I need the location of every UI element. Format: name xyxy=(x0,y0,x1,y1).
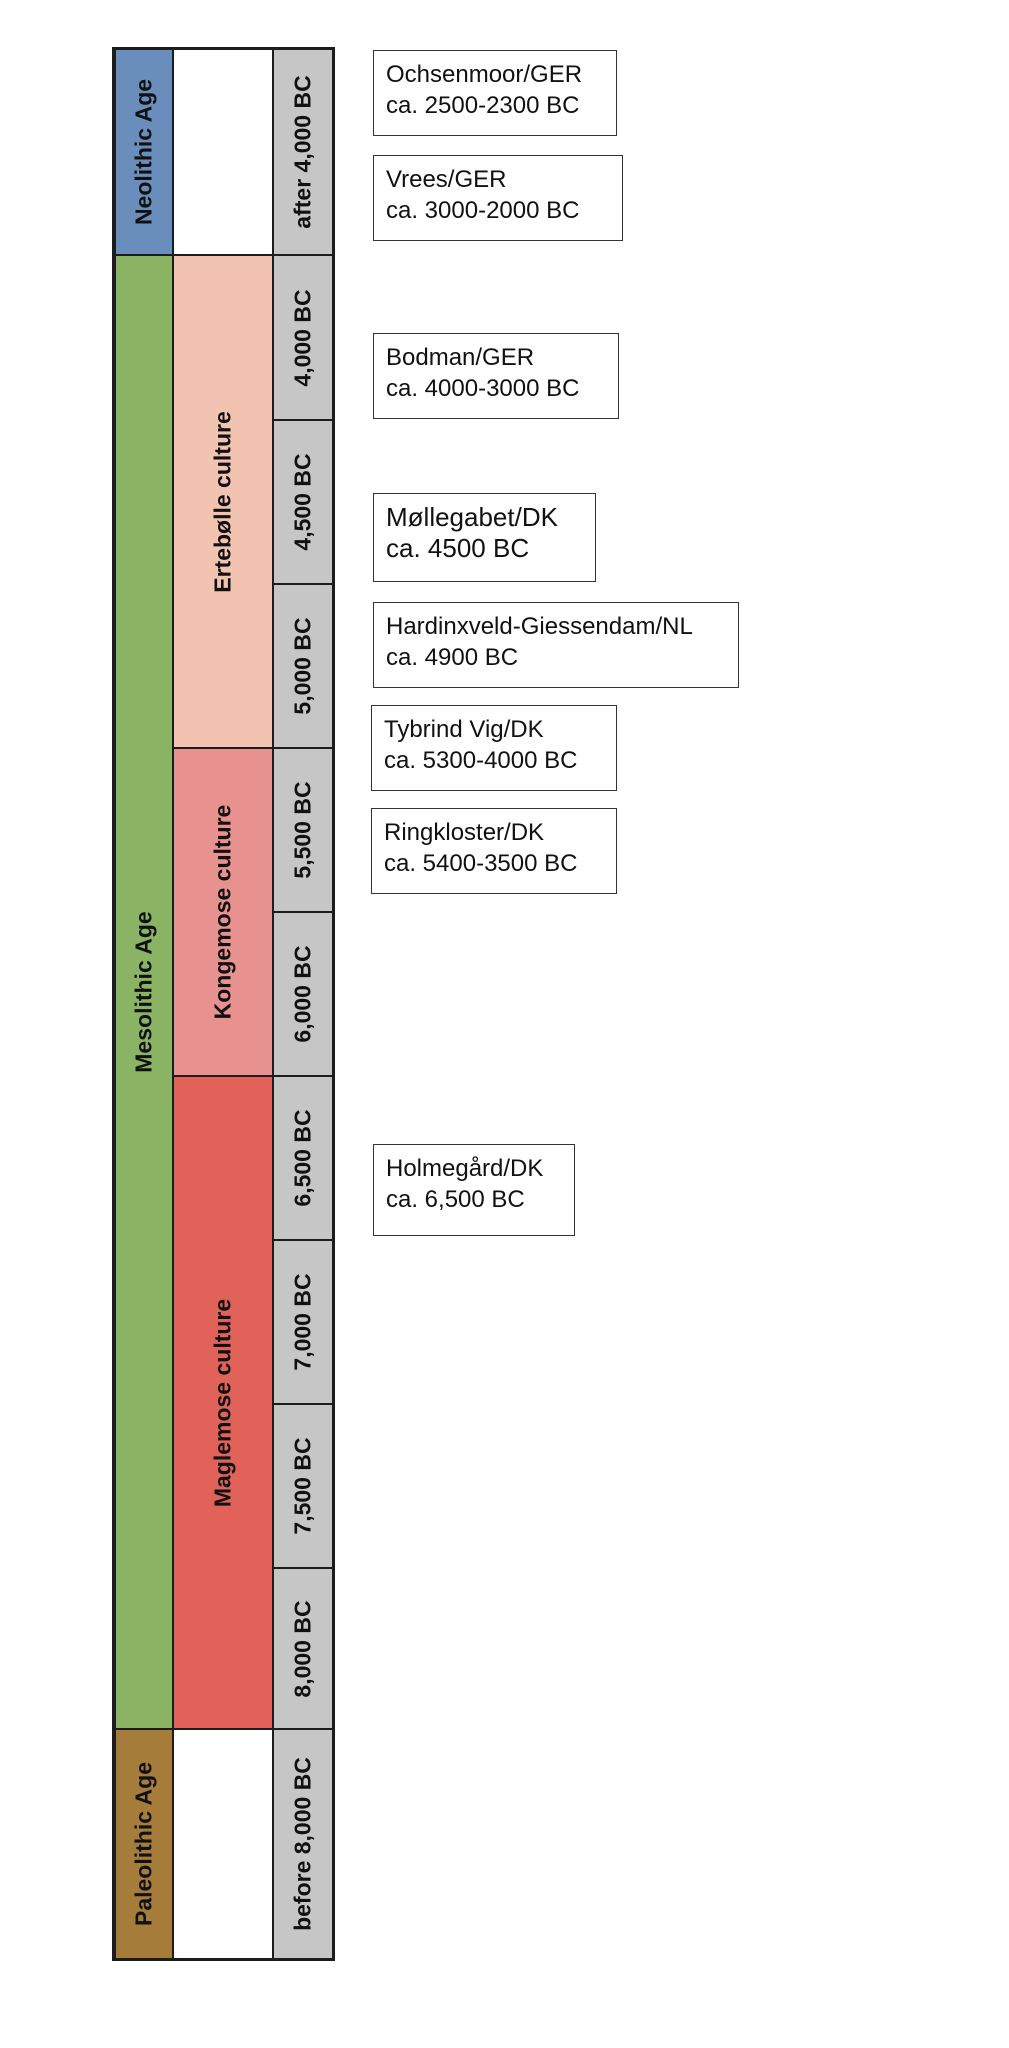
site-box: Hardinxveld-Giessendam/NL ca. 4900 BC xyxy=(373,602,739,688)
date-cell: 5,000 BC xyxy=(272,583,334,749)
site-date: ca. 5300-4000 BC xyxy=(384,747,578,774)
site-name: Ochsenmoor/GER xyxy=(386,61,583,88)
site-name: Møllegabet/DK xyxy=(386,502,558,532)
site-name: Vrees/GER xyxy=(386,166,507,193)
site-box: Tybrind Vig/DK ca. 5300-4000 BC xyxy=(371,705,617,791)
date-cell: 4,000 BC xyxy=(272,254,334,421)
culture-maglemose: Maglemose culture xyxy=(172,1075,274,1730)
age-neolithic: Neolithic Age xyxy=(114,48,174,256)
date-cell: 7,000 BC xyxy=(272,1239,334,1405)
site-date: ca. 3000-2000 BC xyxy=(386,197,580,224)
site-box: Bodman/GER ca. 4000-3000 BC xyxy=(373,333,619,419)
site-date: ca. 2500-2300 BC xyxy=(386,92,580,119)
site-date: ca. 4500 BC xyxy=(386,533,530,563)
site-name: Hardinxveld-Giessendam/NL xyxy=(386,613,693,640)
timeline-frame xyxy=(112,47,335,1961)
site-date: ca. 4000-3000 BC xyxy=(386,375,580,402)
site-name: Holmegård/DK xyxy=(386,1155,544,1182)
date-cell: before 8,000 BC xyxy=(272,1728,334,1960)
site-box: Møllegabet/DK ca. 4500 BC xyxy=(373,493,596,582)
site-box: Vrees/GER ca. 3000-2000 BC xyxy=(373,155,623,241)
date-cell: 7,500 BC xyxy=(272,1403,334,1569)
site-date: ca. 5400-3500 BC xyxy=(384,850,578,877)
age-mesolithic: Mesolithic Age xyxy=(114,254,174,1730)
culture-ertebolle: Ertebølle culture xyxy=(172,254,274,749)
site-name: Tybrind Vig/DK xyxy=(384,716,544,743)
site-date: ca. 6,500 BC xyxy=(386,1186,525,1213)
site-box: Ringkloster/DK ca. 5400-3500 BC xyxy=(371,808,617,894)
site-date: ca. 4900 BC xyxy=(386,644,519,671)
site-box: Holmegård/DK ca. 6,500 BC xyxy=(373,1144,575,1236)
site-name: Bodman/GER xyxy=(386,344,535,371)
culture-empty-bottom xyxy=(172,1728,274,1960)
site-name: Ringkloster/DK xyxy=(384,819,545,846)
site-box: Ochsenmoor/GER ca. 2500-2300 BC xyxy=(373,50,617,136)
